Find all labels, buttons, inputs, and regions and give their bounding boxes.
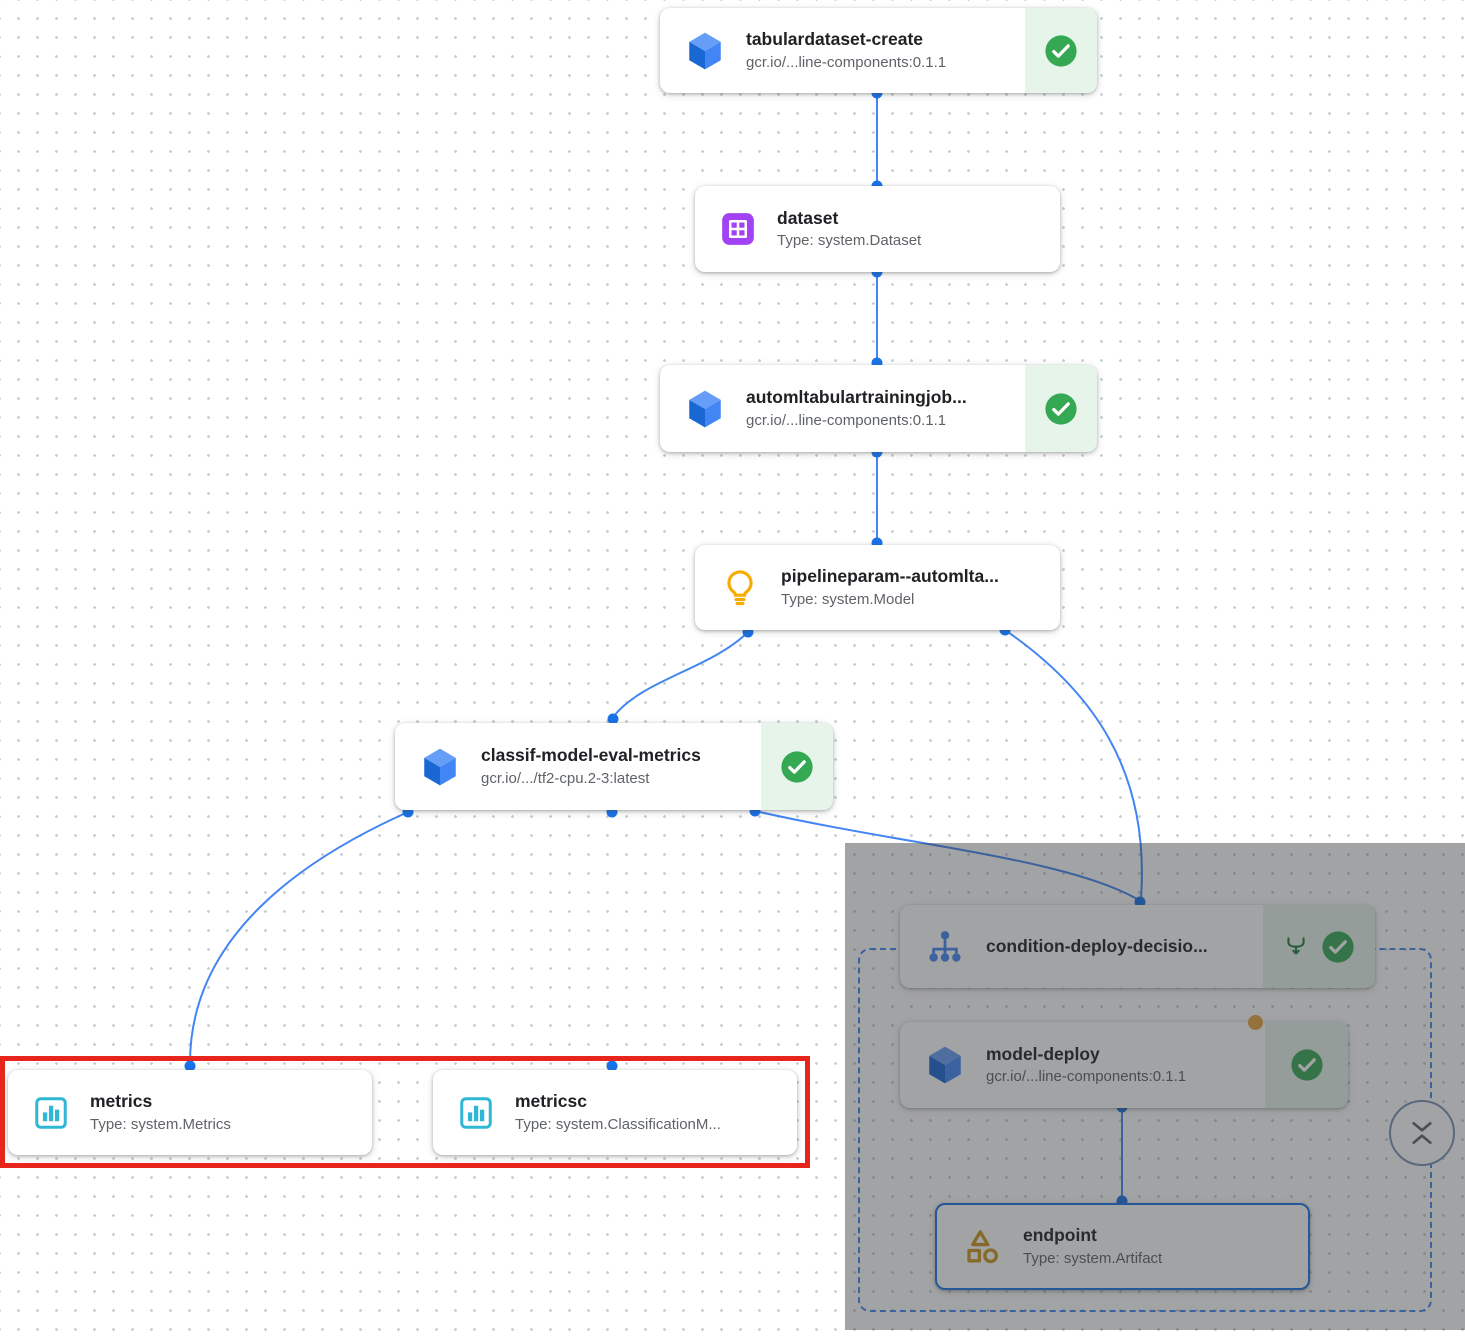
success-check-icon: [1044, 391, 1078, 426]
node-metrics-artifact[interactable]: metrics Type: system.Metrics: [8, 1070, 372, 1155]
node-text: metrics Type: system.Metrics: [90, 1090, 231, 1135]
metrics-icon: [457, 1094, 495, 1132]
node-text: model-deploy gcr.io/...line-components:0…: [986, 1043, 1186, 1088]
node-title: dataset: [777, 207, 839, 228]
node-subtitle: Type: system.Artifact: [1023, 1249, 1163, 1267]
node-title: metricsc: [515, 1091, 587, 1112]
node-text: pipelineparam--automlta... Type: system.…: [781, 565, 999, 610]
node-title: metrics: [90, 1091, 153, 1112]
node-subtitle: gcr.io/.../tf2-cpu.2-3:latest: [481, 769, 650, 787]
status-badge: [1025, 365, 1097, 452]
success-check-icon: [780, 749, 814, 784]
metrics-icon: [32, 1094, 70, 1132]
node-subtitle: Type: system.Model: [781, 590, 915, 608]
node-subtitle: gcr.io/...line-components:0.1.1: [746, 411, 947, 429]
node-title: pipelineparam--automlta...: [781, 566, 999, 587]
node-title: automltabulartrainingjob...: [746, 387, 967, 408]
branch-executed-icon: [1287, 936, 1305, 955]
node-classif-model-eval-metrics[interactable]: classif-model-eval-metrics gcr.io/.../tf…: [395, 723, 833, 810]
node-title: classif-model-eval-metrics: [481, 745, 701, 766]
node-text: automltabulartrainingjob... gcr.io/...li…: [746, 386, 967, 431]
node-text: condition-deploy-decisio...: [986, 935, 1208, 959]
collapse-group-button[interactable]: [1389, 1100, 1455, 1166]
unfold-less-icon: [1412, 1122, 1432, 1144]
node-text: endpoint Type: system.Artifact: [1023, 1224, 1162, 1269]
success-check-icon: [1289, 1048, 1324, 1082]
node-title: tabulardataset-create: [746, 29, 924, 50]
status-badge: [1263, 905, 1375, 988]
node-condition-deploy-decision[interactable]: condition-deploy-decisio...: [900, 905, 1375, 988]
status-badge: [1025, 8, 1097, 93]
condition-tree-icon: [924, 926, 966, 968]
node-subtitle: gcr.io/...line-components:0.1.1: [986, 1068, 1187, 1086]
dataset-icon: [719, 210, 757, 248]
node-subtitle: Type: system.Dataset: [777, 232, 922, 250]
node-title: model-deploy: [986, 1043, 1100, 1064]
node-model-deploy[interactable]: model-deploy gcr.io/...line-components:0…: [900, 1022, 1348, 1108]
success-check-icon: [1321, 929, 1355, 964]
endpoint-shapes-icon: [961, 1226, 1003, 1268]
node-title: endpoint: [1023, 1225, 1097, 1246]
success-check-icon: [1044, 33, 1078, 68]
node-text: tabulardataset-create gcr.io/...line-com…: [746, 28, 946, 73]
status-badge: [1265, 1022, 1348, 1108]
node-text: dataset Type: system.Dataset: [777, 207, 921, 252]
node-pipelineparam-model[interactable]: pipelineparam--automlta... Type: system.…: [695, 545, 1060, 630]
cube-icon: [684, 30, 726, 72]
node-text: metricsc Type: system.ClassificationM...: [515, 1090, 721, 1135]
node-subtitle: Type: system.Metrics: [90, 1115, 231, 1133]
node-text: classif-model-eval-metrics gcr.io/.../tf…: [481, 744, 701, 789]
node-endpoint-artifact[interactable]: endpoint Type: system.Artifact: [935, 1203, 1310, 1290]
node-subtitle: Type: system.ClassificationM...: [515, 1115, 721, 1133]
status-badge: [761, 723, 833, 810]
node-title: condition-deploy-decisio...: [986, 935, 1208, 956]
node-subtitle: gcr.io/...line-components:0.1.1: [746, 53, 947, 71]
cube-icon: [924, 1044, 966, 1086]
lightbulb-icon: [719, 567, 761, 609]
pending-status-dot: [1248, 1015, 1263, 1030]
node-dataset-artifact[interactable]: dataset Type: system.Dataset: [695, 186, 1060, 272]
cube-icon: [419, 746, 461, 788]
cube-icon: [684, 388, 726, 430]
node-automltabulartrainingjob[interactable]: automltabulartrainingjob... gcr.io/...li…: [660, 365, 1097, 452]
node-metricsc-artifact[interactable]: metricsc Type: system.ClassificationM...: [433, 1070, 797, 1155]
node-tabulardataset-create[interactable]: tabulardataset-create gcr.io/...line-com…: [660, 8, 1097, 93]
